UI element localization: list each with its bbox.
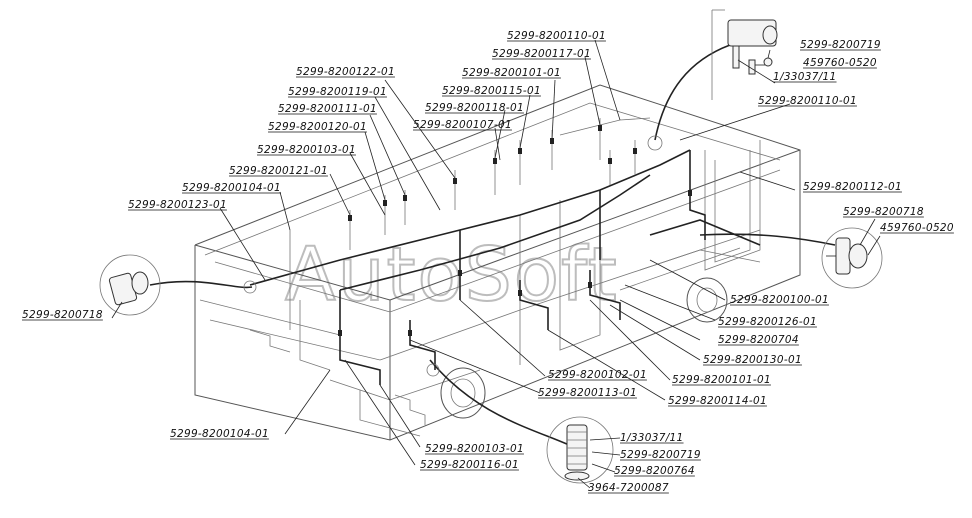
part-label: 5299-8200102-01: [548, 369, 647, 381]
part-label: 5299-8200101-01: [672, 374, 771, 386]
part-label: 5299-8200116-01: [420, 459, 519, 471]
part-label: 5299-8200110-01: [507, 30, 606, 42]
part-label: 5299-8200121-01: [229, 165, 328, 177]
part-label: 5299-8200107-01: [413, 119, 512, 131]
part-label: 5299-8200103-01: [257, 144, 356, 156]
detail-bottom: [546, 416, 614, 484]
detail-top-right: [711, 9, 778, 100]
detail-right: [821, 227, 883, 289]
part-label: 5299-8200704: [718, 334, 799, 346]
part-label: 5299-8200110-01: [758, 95, 857, 107]
part-label: 5299-8200101-01: [462, 67, 561, 79]
part-labels: 5299-8200110-01 5299-8200117-01 5299-82001…: [22, 30, 954, 494]
part-label: 5299-8200122-01: [296, 66, 395, 78]
part-label: 5299-8200100-01: [730, 294, 829, 306]
part-label: 5299-8200126-01: [718, 316, 817, 328]
part-label: 1/33037/11: [773, 71, 837, 83]
part-label: 5299-8200114-01: [668, 395, 767, 407]
part-label: 3964-7200087: [588, 482, 669, 494]
part-label: 5299-8200113-01: [538, 387, 637, 399]
part-label: 5299-8200718: [843, 206, 924, 218]
part-label: 5299-8200104-01: [182, 182, 281, 194]
detail-left: [99, 254, 161, 316]
part-label: 5299-8200718: [22, 309, 103, 321]
part-label: 5299-8200719: [620, 449, 701, 461]
watermark: AutoSoft: [285, 232, 619, 318]
part-label: 5299-8200123-01: [128, 199, 227, 211]
part-label: 5299-8200119-01: [288, 86, 387, 98]
part-label: 5299-8200111-01: [278, 103, 377, 115]
part-label: 5299-8200764: [614, 465, 695, 477]
part-label: 5299-8200103-01: [425, 443, 524, 455]
callout-leaders: [111, 39, 881, 489]
part-label: 459760-0520: [880, 222, 954, 234]
part-label: 5299-8200117-01: [492, 48, 591, 60]
part-label: 5299-8200130-01: [703, 354, 802, 366]
part-label: 5299-8200104-01: [170, 428, 269, 440]
part-label: 5299-8200118-01: [425, 102, 524, 114]
part-label: 5299-8200120-01: [268, 121, 367, 133]
part-label: 5299-8200112-01: [803, 181, 902, 193]
part-label: 1/33037/11: [620, 432, 684, 444]
part-label: 459760-0520: [803, 57, 877, 69]
part-label: 5299-8200115-01: [442, 85, 541, 97]
part-label: 5299-8200719: [800, 39, 881, 51]
